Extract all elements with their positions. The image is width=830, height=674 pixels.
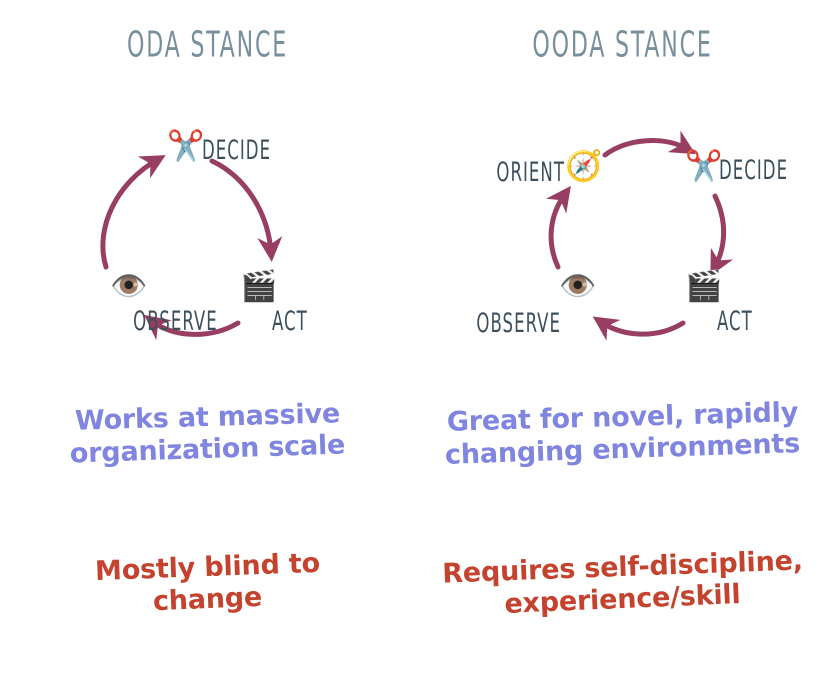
arrow-act-to-observe [144,314,241,341]
arrow-orient-to-decide [602,130,696,158]
cycle-arrows-ooda [546,130,734,341]
cycle-diagram-ooda: 🧭 Orient ✂️ Decide 🎬 Act 👁️ Observe [415,95,830,365]
node-label-act: Act [272,306,308,338]
node-label-decide: Decide [719,155,789,187]
con-note-oda: Mostly blind to change [0,548,415,617]
compass-icon: 🧭 [565,150,603,183]
eye-icon: 👁️ [559,270,597,303]
node-label-observe: Observe [133,306,218,338]
pro-note-ooda: Great for novel, rapidly changing enviro… [415,397,830,471]
scissors-icon: ✂️ [685,150,723,183]
arrow-decide-to-act [209,158,283,262]
arrow-act-to-observe [592,316,686,341]
clapper-board-icon: 🎬 [685,270,723,303]
node-label-orient-text: Orient [496,158,565,189]
cycle-arrows-oda [100,155,283,341]
node-label-observe-text: Observe [476,309,561,340]
stance-column-ooda: OODA Stance [415,0,830,674]
arrow-observe-to-orient [546,185,571,270]
con-note-ooda: Requires self-discipline, experience/ski… [415,545,830,619]
node-label-decide: Decide [202,135,272,167]
clapper-board-icon: 🎬 [240,270,278,303]
arrow-observe-to-decide [100,155,166,270]
eye-icon: 👁️ [110,270,148,303]
stance-column-oda: ODA Stance [0,24,415,617]
page-title-ooda: OODA Stance [532,24,713,67]
node-label-act: Act [717,306,753,338]
scissors-icon: ✂️ [167,130,205,163]
cycle-diagram-oda: ✂️ Decide 🎬 Act 👁️ Observe [0,95,415,365]
page-title-oda: ODA Stance [126,24,289,67]
arrow-decide-to-act [710,193,734,276]
pro-note-oda: Works at massive organization scale [0,398,415,469]
